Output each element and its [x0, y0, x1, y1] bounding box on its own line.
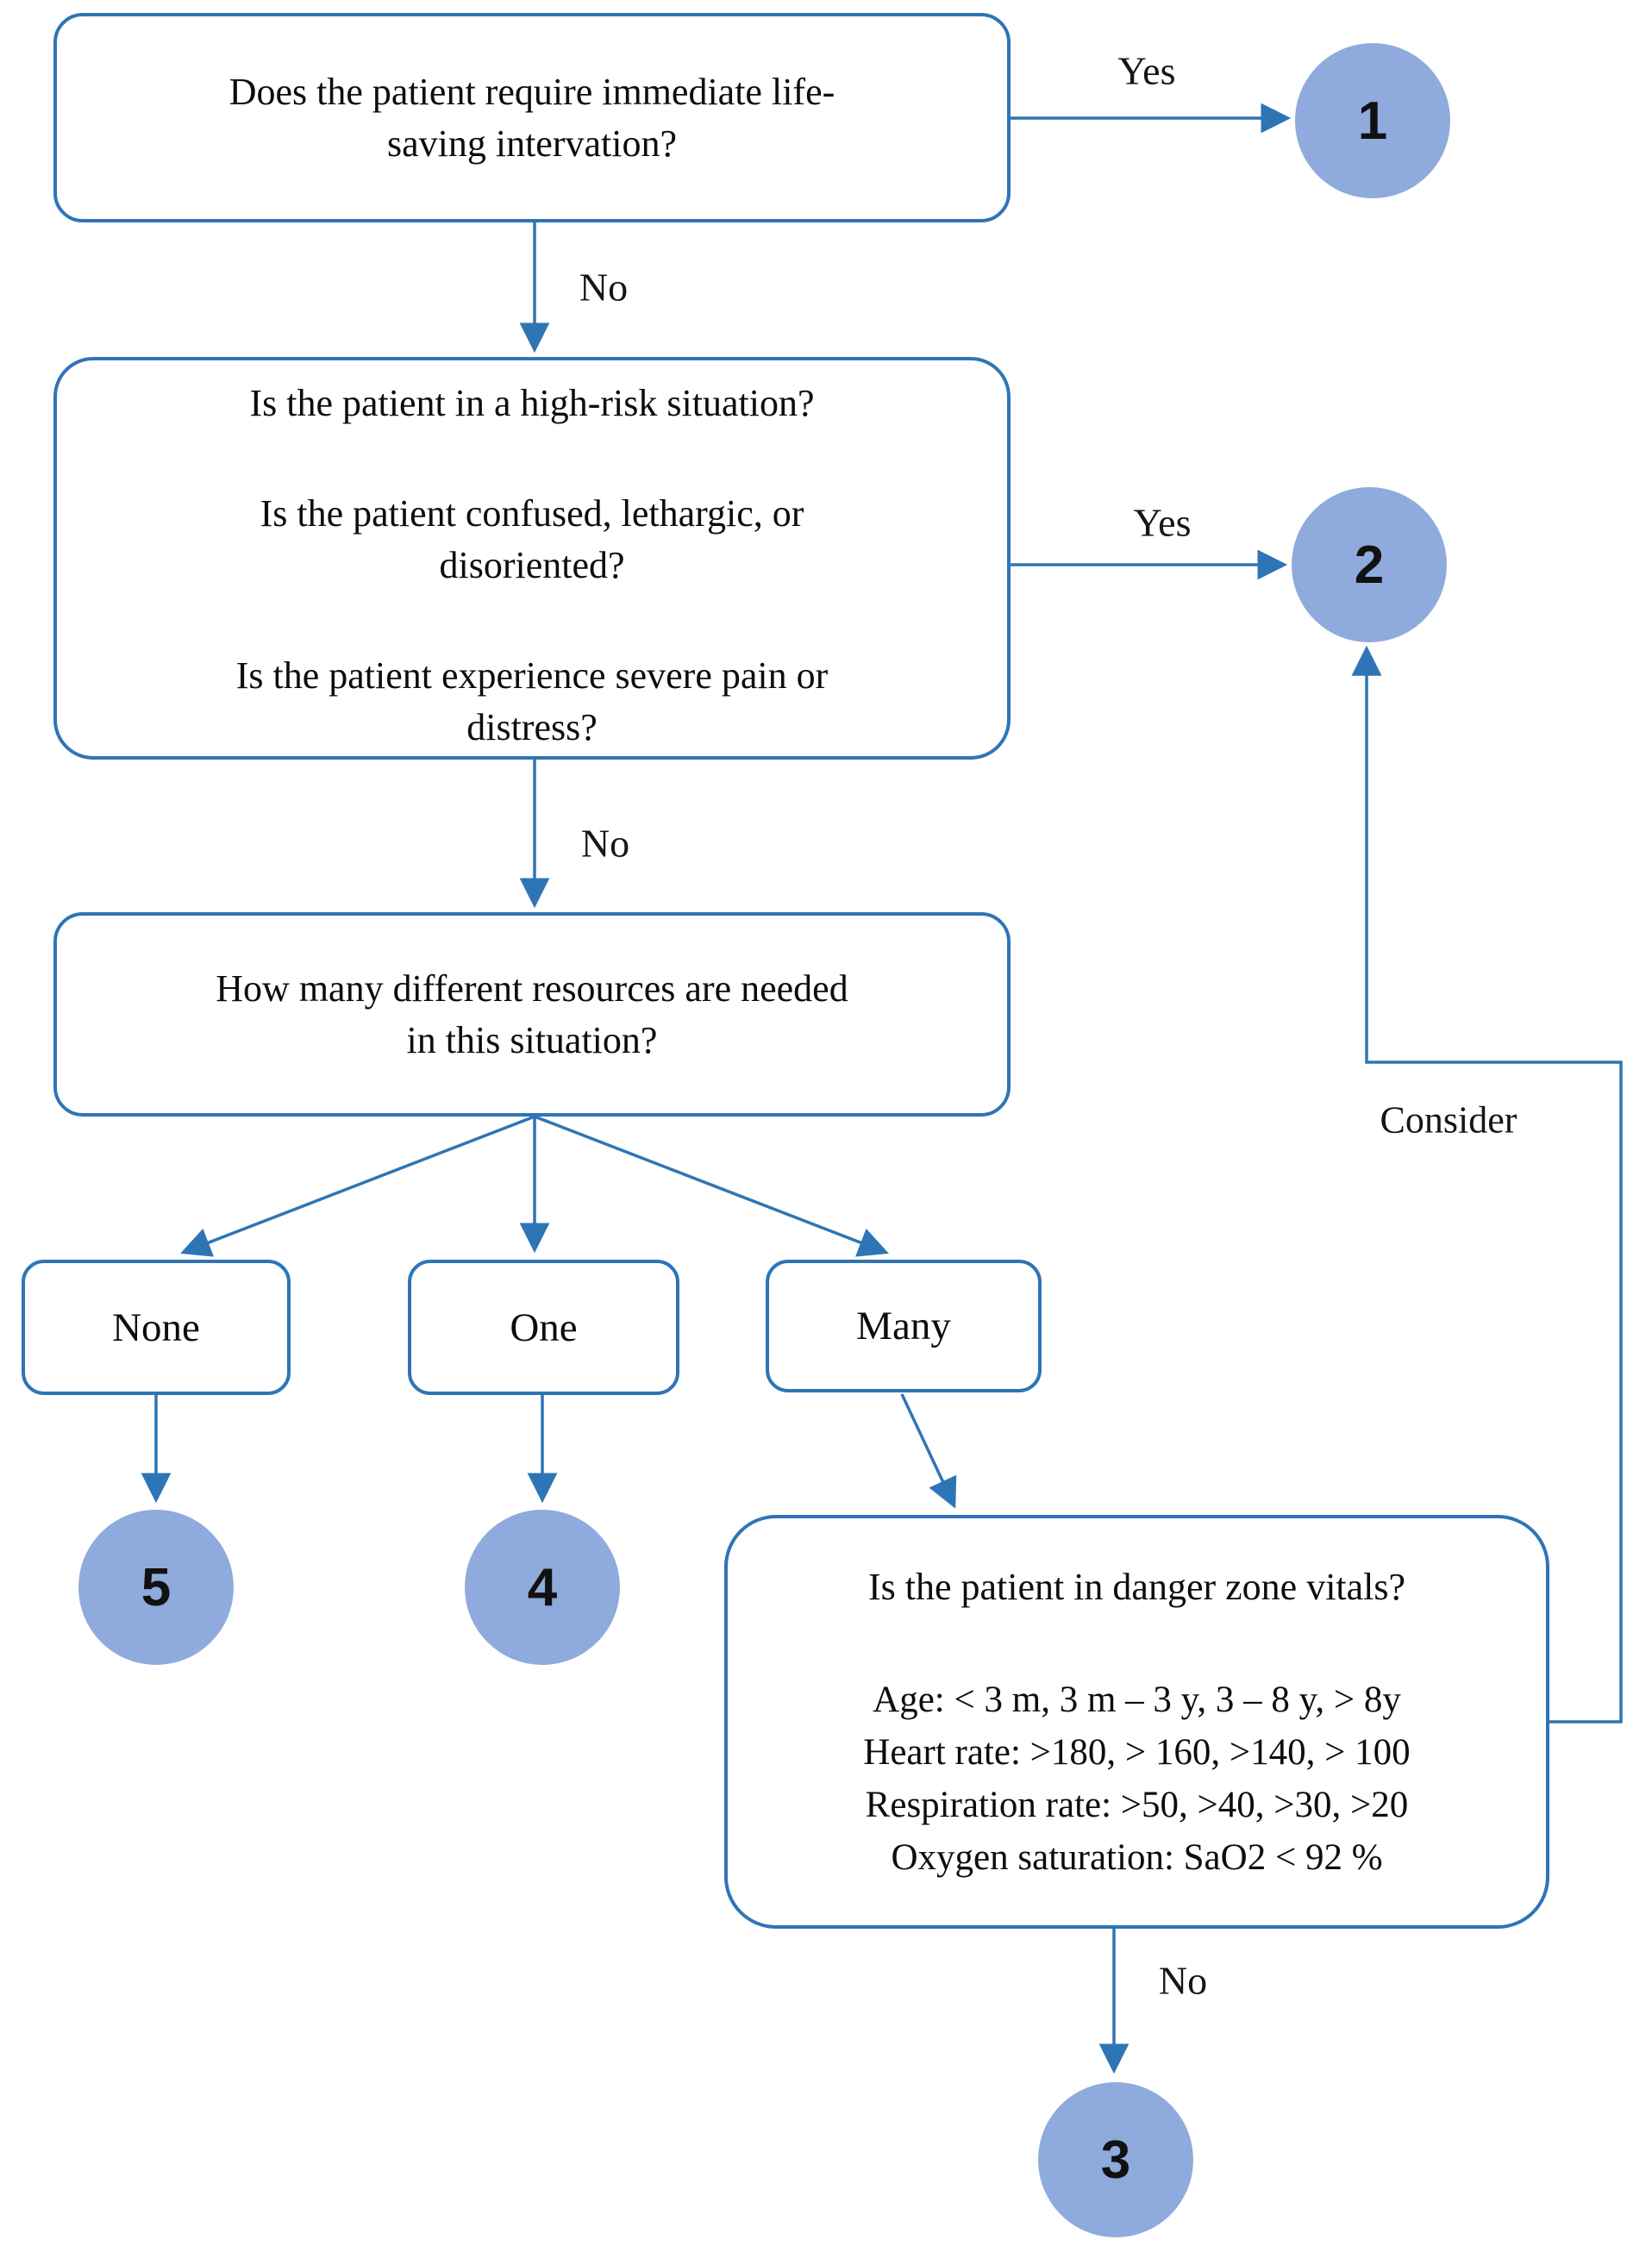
- terminal-circle-2: 2: [1292, 487, 1447, 642]
- branch-box-many: Many: [766, 1260, 1042, 1392]
- edge-vitals-consider-to-2: [1351, 645, 1623, 1724]
- terminal-number: 3: [1100, 2130, 1131, 2190]
- terminal-number: 1: [1357, 91, 1388, 151]
- edge-many-to-vitals: [900, 1393, 957, 1509]
- branch-label: None: [112, 1304, 200, 1350]
- edge-q3-to-many: [534, 1115, 889, 1257]
- branch-label: One: [510, 1304, 578, 1350]
- terminal-circle-3: 3: [1038, 2082, 1193, 2237]
- edge-label-yes: Yes: [1133, 500, 1192, 545]
- terminal-number: 2: [1354, 535, 1385, 595]
- decision-text: saving intervation?: [386, 122, 677, 165]
- vitals-title: Is the patient in danger zone vitals?: [867, 1566, 1406, 1608]
- decision-box-resources: How many different resources are needed …: [53, 912, 1011, 1117]
- branch-label: Many: [856, 1304, 951, 1348]
- edge-label-yes: Yes: [1117, 48, 1176, 93]
- terminal-circle-4: 4: [465, 1510, 620, 1665]
- decision-box-danger-zone-vitals: Is the patient in danger zone vitals? Ag…: [724, 1515, 1549, 1929]
- decision-text: How many different resources are needed: [216, 967, 848, 1010]
- terminal-number: 5: [141, 1557, 172, 1617]
- decision-box-lifesaving: Does the patient require immediate life-…: [53, 13, 1011, 222]
- question-severe-pain: Is the patient experience severe pain or…: [235, 654, 829, 748]
- decision-text: Does the patient require immediate life-: [228, 70, 835, 113]
- branch-box-one: One: [408, 1260, 679, 1395]
- edge-label-no: No: [580, 821, 630, 866]
- question-confused: Is the patient confused, lethargic, or d…: [260, 492, 804, 586]
- edge-label-consider: Consider: [1380, 1098, 1517, 1142]
- vitals-criterion-respiration: Respiration rate: >50, >40, >30, >20: [865, 1785, 1409, 1825]
- terminal-number: 4: [527, 1557, 558, 1617]
- decision-box-high-risk: Is the patient in a high-risk situation?…: [53, 357, 1011, 760]
- edge-label-no: No: [1158, 1958, 1208, 2003]
- question-high-risk: Is the patient in a high-risk situation?: [249, 382, 815, 424]
- vitals-criterion-heart-rate: Heart rate: >180, > 160, >140, > 100: [863, 1732, 1411, 1773]
- edge-label-no: No: [579, 265, 629, 310]
- branch-box-none: None: [22, 1260, 291, 1395]
- vitals-criterion-age: Age: < 3 m, 3 m – 3 y, 3 – 8 y, > 8y: [873, 1680, 1401, 1720]
- edge-q3-to-none: [180, 1115, 535, 1257]
- vitals-criterion-oxygen: Oxygen saturation: SaO2 < 92 %: [891, 1837, 1383, 1878]
- terminal-circle-1: 1: [1295, 43, 1450, 198]
- terminal-circle-5: 5: [78, 1510, 234, 1665]
- decision-text: in this situation?: [406, 1018, 658, 1061]
